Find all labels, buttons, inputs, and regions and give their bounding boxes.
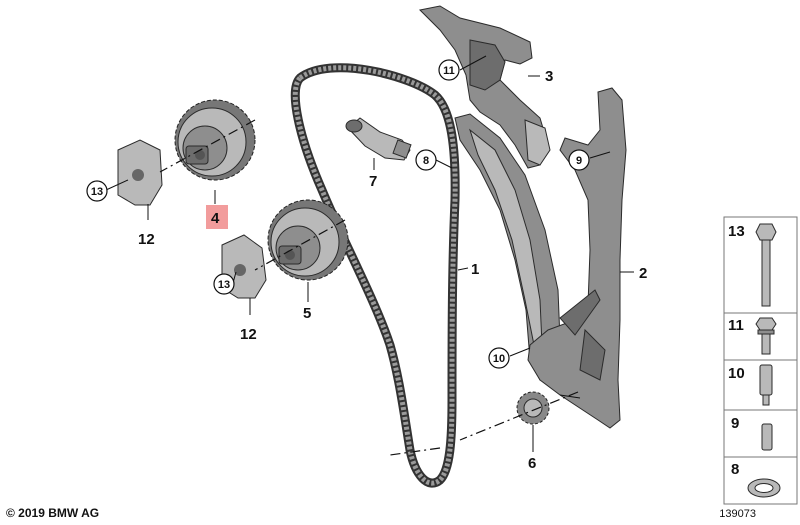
callout-11: 11 xyxy=(443,65,455,77)
pin-9-icon xyxy=(761,423,773,451)
drawing-number: 139073 xyxy=(719,508,756,520)
legend-item-9[interactable]: 9 xyxy=(731,415,739,432)
legend-item-11[interactable]: 11 xyxy=(728,317,744,334)
callout-1[interactable]: 1 xyxy=(471,261,479,278)
callout-8: 8 xyxy=(423,155,429,167)
callout-13-lower-circle[interactable]: 13 xyxy=(213,273,235,295)
callout-7[interactable]: 7 xyxy=(369,173,377,190)
bolt-11-icon xyxy=(755,317,777,355)
legend-item-10[interactable]: 10 xyxy=(728,365,745,382)
upper-guide-rail xyxy=(418,5,551,169)
callout-4[interactable]: 4 xyxy=(211,210,220,227)
callout-5[interactable]: 5 xyxy=(303,305,311,322)
callout-8-circle[interactable]: 8 xyxy=(415,149,437,171)
crankshaft-sprocket xyxy=(516,391,550,425)
axis-lines xyxy=(159,119,579,456)
callout-11-circle[interactable]: 11 xyxy=(438,59,460,81)
callout-12-upper[interactable]: 12 xyxy=(138,231,155,248)
callout-13-upper-circle[interactable]: 13 xyxy=(86,180,108,202)
callout-10: 10 xyxy=(493,353,505,365)
sensor-wheel-upper xyxy=(117,139,163,206)
highlight-callout-4 xyxy=(206,205,228,229)
sleeve-10-icon xyxy=(759,364,773,406)
callout-6[interactable]: 6 xyxy=(528,455,536,472)
copyright-notice: © 2019 BMW AG xyxy=(6,506,100,520)
callout-12-lower[interactable]: 12 xyxy=(240,326,257,343)
guide-rail xyxy=(527,87,627,429)
callout-9-circle[interactable]: 9 xyxy=(568,149,590,171)
callout-9: 9 xyxy=(576,155,582,167)
legend-item-13[interactable]: 13 xyxy=(728,223,745,240)
callout-13-lower: 13 xyxy=(218,279,230,291)
fastener-legend: 13 11 10 9 8 xyxy=(723,216,798,505)
callout-2[interactable]: 2 xyxy=(639,265,647,282)
callout-10-circle[interactable]: 10 xyxy=(488,347,510,369)
washer-8-icon xyxy=(747,478,781,498)
camshaft-adjuster-intake xyxy=(174,99,256,181)
bolt-13-icon xyxy=(755,223,777,307)
callout-3[interactable]: 3 xyxy=(545,68,553,85)
callout-13-upper: 13 xyxy=(91,186,103,198)
chain-tensioner xyxy=(345,117,412,161)
legend-item-8[interactable]: 8 xyxy=(731,461,739,478)
